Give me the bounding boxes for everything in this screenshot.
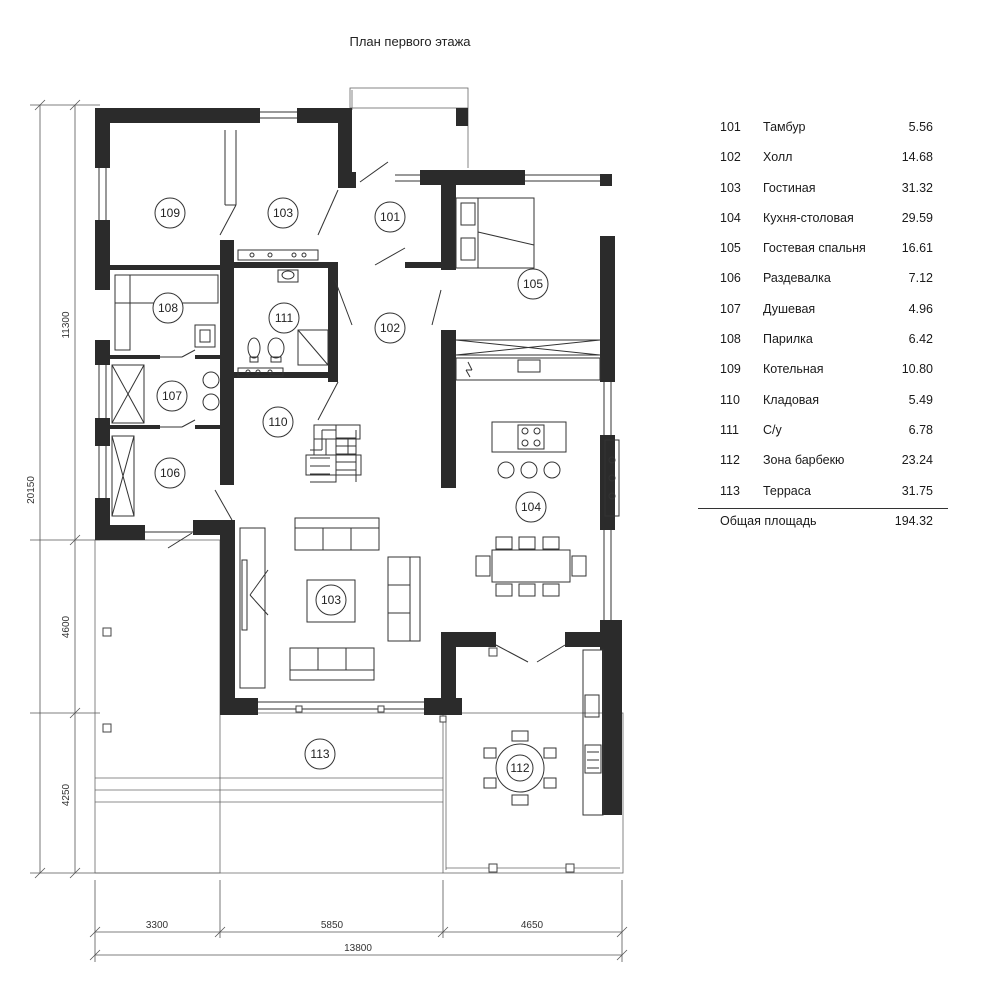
room-area: 31.75 xyxy=(901,483,933,498)
room-name: Парилка xyxy=(763,332,813,347)
room-name: Кладовая xyxy=(763,392,819,407)
legend-row: 107 Душевая 4.96 xyxy=(700,299,948,329)
terrace-posts xyxy=(102,627,575,873)
plan-title: План первого этажа xyxy=(349,34,471,49)
room-number: 113 xyxy=(720,483,740,498)
room-area: 16.61 xyxy=(901,241,933,256)
legend-row: 110 Кладовая 5.49 xyxy=(700,390,948,420)
legend-row: 105 Гостевая спальня 16.61 xyxy=(700,238,948,268)
room-number: 112 xyxy=(720,453,740,468)
label-109: 109 xyxy=(160,206,180,220)
walls xyxy=(95,108,622,815)
stairs xyxy=(310,429,357,483)
room-name: Гостиная xyxy=(763,180,816,195)
room-area: 29.59 xyxy=(901,210,933,225)
room-number: 109 xyxy=(720,362,741,377)
room-name: Зона барбекю xyxy=(763,453,845,468)
room-markers xyxy=(152,197,549,782)
partitions-doors xyxy=(98,111,620,816)
legend-row: 109 Котельная 10.80 xyxy=(700,359,948,389)
dimension-lines xyxy=(30,99,628,962)
room-area: 23.24 xyxy=(901,453,933,468)
room-name: Котельная xyxy=(763,362,824,377)
legend-row: 103 Гостиная 31.32 xyxy=(700,178,948,208)
room-name: С/у xyxy=(763,422,782,437)
room-area: 6.78 xyxy=(908,422,933,437)
room-name: Гостевая спальня xyxy=(763,241,866,256)
label-112: 112 xyxy=(510,761,529,775)
room-name: Раздевалка xyxy=(763,271,831,286)
room-number: 101 xyxy=(720,120,741,134)
legend-row: 112 Зона барбекю 23.24 xyxy=(700,450,948,480)
room-name: Душевая xyxy=(763,301,816,316)
room-area: 6.42 xyxy=(908,332,933,347)
room-number: 110 xyxy=(720,392,740,407)
label-103-upper: 103 xyxy=(273,206,293,220)
room-number: 107 xyxy=(720,301,741,316)
legend-row: 106 Раздевалка 7.12 xyxy=(700,268,948,298)
dim-left-total: 20150 xyxy=(26,476,37,504)
room-area: 5.56 xyxy=(908,120,933,134)
legend-total: Общая площадь 194.32 xyxy=(700,514,948,534)
legend-row: 102 Холл 14.68 xyxy=(700,147,948,177)
label-106: 106 xyxy=(160,466,180,480)
total-label: Общая площадь xyxy=(720,514,817,528)
room-area: 10.80 xyxy=(901,362,933,377)
label-104: 104 xyxy=(521,500,541,514)
dim-left-upper: 11300 xyxy=(61,311,72,339)
dim-bottom-b: 5850 xyxy=(321,920,344,931)
dim-bottom-a: 3300 xyxy=(146,920,169,931)
dimension-labels: 20150 11300 4600 4250 3300 5850 4650 138… xyxy=(26,311,544,954)
label-110: 110 xyxy=(268,415,287,429)
room-area: 31.32 xyxy=(901,180,933,195)
room-number: 106 xyxy=(720,271,741,286)
legend-row: 111 С/у 6.78 xyxy=(700,420,948,450)
dim-bottom-c: 4650 xyxy=(521,920,544,931)
room-area: 14.68 xyxy=(901,150,933,165)
dim-bottom-total: 13800 xyxy=(344,943,372,954)
room-name: Тамбур xyxy=(763,120,806,134)
label-108: 108 xyxy=(158,301,178,315)
dim-left-mid: 4600 xyxy=(61,615,72,638)
label-105: 105 xyxy=(523,277,543,291)
room-name: Кухня-столовая xyxy=(763,210,854,225)
label-102: 102 xyxy=(380,321,400,335)
room-labels: 109 103 101 105 108 111 102 107 110 106 … xyxy=(158,206,543,775)
room-area: 7.12 xyxy=(908,271,933,286)
room-name: Холл xyxy=(763,150,793,165)
room-area: 4.96 xyxy=(908,301,933,316)
room-number: 103 xyxy=(720,180,741,195)
total-area: 194.32 xyxy=(894,514,933,528)
room-legend: 101 Тамбур 5.56 102 Холл 14.68 103 Гостиная 31.3… xyxy=(700,117,948,511)
dim-left-lower: 4250 xyxy=(61,783,72,806)
room-area: 5.49 xyxy=(908,392,933,407)
room-number: 111 xyxy=(720,422,740,437)
legend-divider xyxy=(698,508,948,509)
legend-row: 101 Тамбур 5.56 xyxy=(700,117,948,147)
legend-row: 113 Терраса 31.75 xyxy=(700,481,948,511)
label-113: 113 xyxy=(310,747,329,761)
room-number: 102 xyxy=(720,150,741,165)
legend-row: 108 Парилка 6.42 xyxy=(700,329,948,359)
legend-row: 104 Кухня-столовая 29.59 xyxy=(700,208,948,238)
label-111: 111 xyxy=(275,311,294,325)
room-number: 105 xyxy=(720,241,741,256)
room-name: Терраса xyxy=(763,483,811,498)
label-101: 101 xyxy=(380,210,400,224)
room-number: 104 xyxy=(720,210,741,225)
label-103-lower: 103 xyxy=(321,593,341,607)
label-107: 107 xyxy=(162,389,182,403)
room-number: 108 xyxy=(720,332,741,347)
